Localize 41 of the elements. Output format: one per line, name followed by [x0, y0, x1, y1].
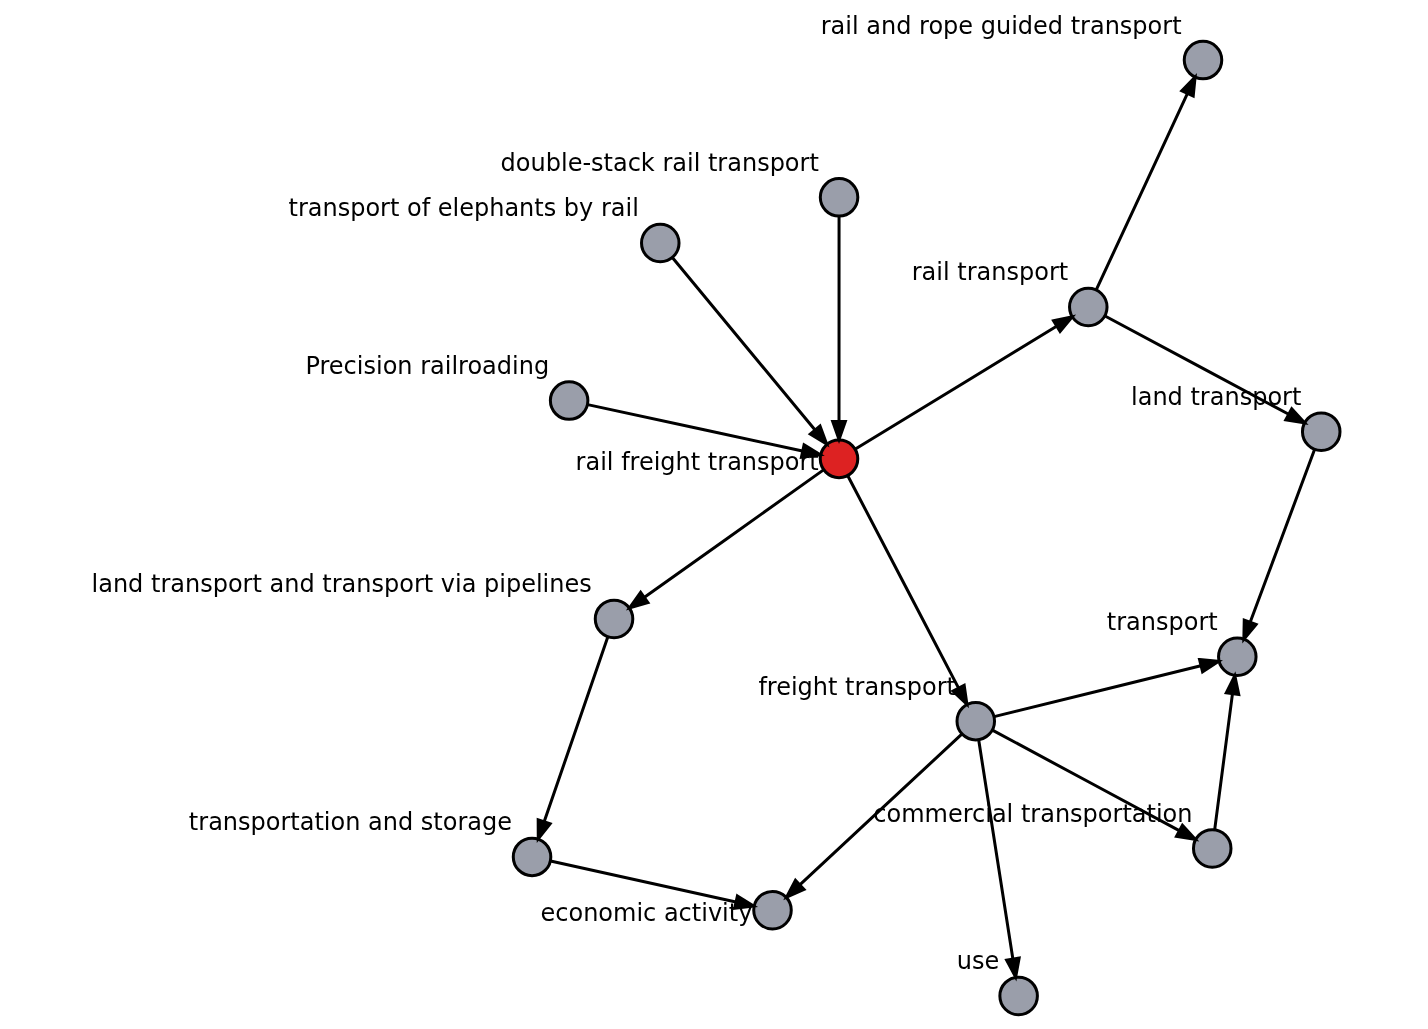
node-circle	[1068, 286, 1109, 328]
arrow	[1242, 448, 1317, 644]
node-circle	[511, 836, 553, 878]
node-label: rail and rope guided transport	[820, 11, 1182, 40]
arrow	[783, 733, 963, 901]
node-label: transport of elephants by rail	[288, 194, 639, 223]
arrow	[977, 739, 1021, 982]
node-label: land transport and transport via pipelines	[91, 570, 592, 599]
node-label: transportation and storage	[188, 808, 513, 837]
node-circle	[593, 598, 635, 640]
arrow	[671, 256, 830, 448]
node-label: transport	[1106, 608, 1218, 637]
node-circle	[752, 889, 793, 931]
arrow	[1095, 72, 1197, 291]
node-label: freight transport	[758, 672, 957, 701]
arrow	[830, 216, 848, 445]
node-label: rail freight transport	[575, 447, 819, 476]
node-circle	[955, 700, 997, 742]
arrow	[550, 859, 759, 910]
node-circle	[1191, 828, 1233, 869]
arrow	[536, 636, 610, 844]
node-label: Precision railroading	[305, 352, 550, 381]
arrow	[854, 314, 1077, 451]
arrow	[1104, 314, 1309, 425]
arrow	[993, 657, 1223, 719]
arrow	[625, 468, 825, 611]
node-circle	[1217, 636, 1258, 678]
node-circle	[1182, 39, 1224, 81]
node-label: economic activity	[540, 899, 753, 928]
arrow	[587, 403, 825, 459]
arrow	[846, 475, 969, 709]
node-label: double-stack rail transport	[500, 148, 819, 177]
node-circle	[818, 438, 860, 480]
arrow	[1213, 671, 1241, 830]
node-circle	[818, 177, 860, 218]
node-circle	[640, 222, 681, 264]
node-circle	[998, 975, 1039, 1017]
node-circle	[548, 380, 590, 421]
node-label: use	[956, 947, 1000, 976]
node-label: rail transport	[911, 258, 1069, 287]
node-circle	[1301, 411, 1342, 452]
